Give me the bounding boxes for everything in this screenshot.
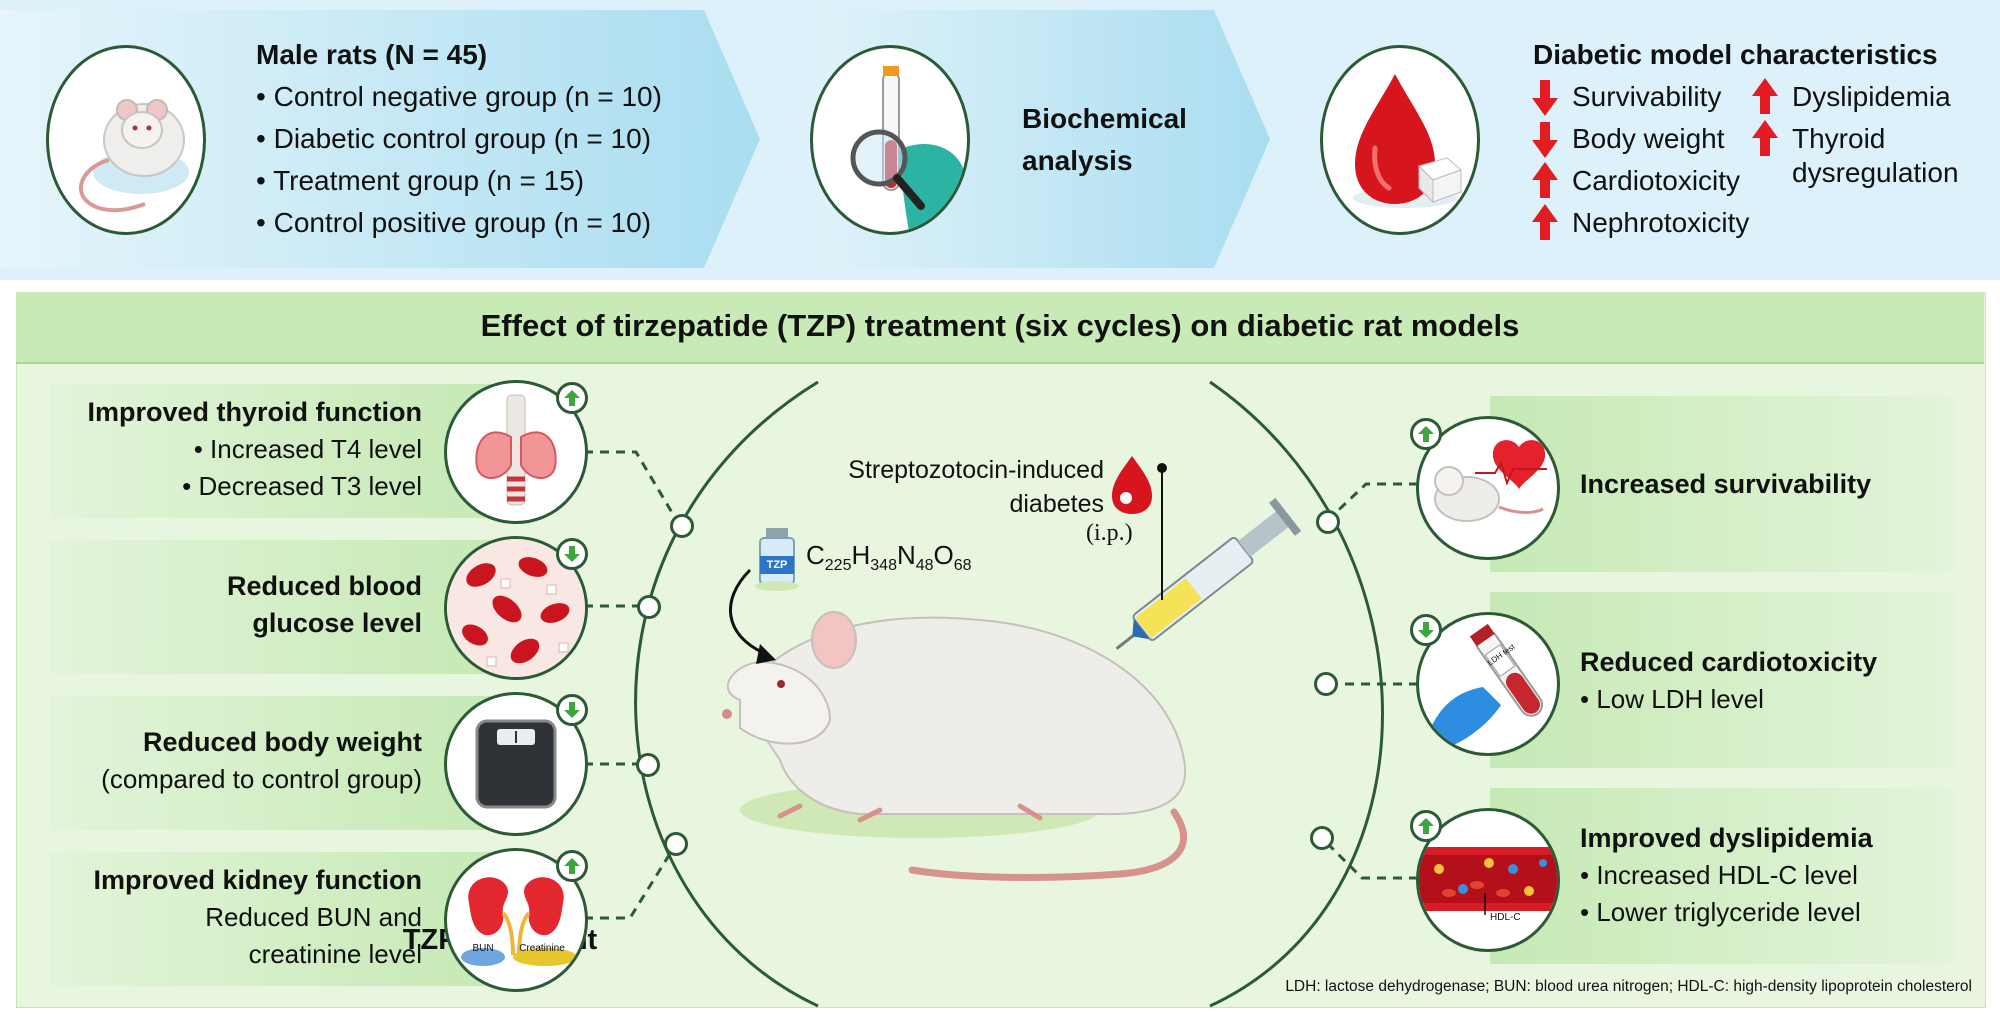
down-arrow-icon <box>1418 622 1434 638</box>
badge-lipid <box>1410 810 1442 842</box>
tzp-formula: C225H348N48O68 <box>806 540 972 575</box>
left-panel-glucose <box>50 540 490 674</box>
connector-node <box>636 753 660 777</box>
right-panel-survivability <box>1490 396 1956 572</box>
up-arrow-icon <box>1752 78 1778 114</box>
model-cardiotoxicity: Cardiotoxicity <box>1572 165 1741 196</box>
down-arrow-icon <box>564 702 580 718</box>
left-panel-weight <box>50 696 490 830</box>
connector-node <box>670 514 694 538</box>
glucose-text: Reduced blood glucose level <box>227 571 422 638</box>
group-diabetic-control: Diabetic control group (n = 10) <box>256 118 651 160</box>
creatinine-tag: Creatinine <box>519 943 565 954</box>
model-thyroid: Thyroid <box>1792 123 1886 154</box>
connector-node <box>1310 826 1334 850</box>
connector-node <box>637 595 661 619</box>
stz-label: Streptozotocin-induced diabetes <box>848 456 1104 518</box>
survivability-text: Increased survivability <box>1580 469 1872 499</box>
rat-icon <box>722 611 1188 881</box>
vial-icon <box>755 528 799 591</box>
model-nephrotoxicity: Nephrotoxicity <box>1572 207 1750 238</box>
badge-weight <box>556 694 588 726</box>
badge-kidney <box>556 850 588 882</box>
analysis-circle <box>810 45 970 235</box>
glucose-circle <box>444 536 588 680</box>
vial-label: TZP <box>766 559 788 571</box>
connector-node <box>1314 672 1338 696</box>
lipid-text: Improved dyslipidemia • Increased HDL-C … <box>1580 823 1873 927</box>
blood-drop-icon <box>1353 74 1462 208</box>
thyroid-icon <box>475 394 557 506</box>
up-arrow-icon <box>1418 426 1434 442</box>
hdl-vessel-label: HDL-C <box>1490 912 1521 923</box>
ldh-tube-icon <box>1429 623 1544 747</box>
results-title-bar: Effect of tirzepatide (TZP) treatment (s… <box>16 292 1984 364</box>
up-arrow-icon <box>564 858 580 874</box>
model-title: Diabetic model characteristics <box>1533 39 1938 70</box>
down-arrow-icon <box>564 546 580 562</box>
diabetes-circle <box>1320 45 1480 235</box>
blood-vessel-icon <box>1419 847 1557 915</box>
stz-route: (i.p.) <box>1086 520 1133 546</box>
badge-glucose <box>556 538 588 570</box>
group-control-positive: Control positive group (n = 10) <box>256 202 651 244</box>
model-survivability: Survivability <box>1572 81 1722 112</box>
right-panel-cardio <box>1490 592 1956 768</box>
rat-circle <box>46 45 206 235</box>
model-thyroid-line2: dysregulation <box>1792 157 1959 188</box>
rats-title: Male rats (N = 45) <box>256 39 488 70</box>
analysis-line2: analysis <box>1022 145 1133 176</box>
thyroid-text: Improved thyroid function • Increased T4… <box>87 397 423 501</box>
left-panel-kidney <box>50 852 490 986</box>
badge-cardio <box>1410 614 1442 646</box>
model-body-weight: Body weight <box>1572 123 1725 154</box>
kidney-icon <box>461 877 577 966</box>
syringe-icon <box>1115 497 1302 650</box>
group-treatment: Treatment group (n = 15) <box>256 160 584 202</box>
up-arrow-icon <box>1418 818 1434 834</box>
up-arrow-icon <box>1752 120 1778 156</box>
cardio-text: Reduced cardiotoxicity • Low LDH level <box>1580 647 1878 714</box>
up-arrow-icon <box>1532 162 1558 198</box>
right-panel-lipid <box>1490 788 1956 964</box>
down-arrow-icon <box>1532 80 1558 116</box>
left-panel-thyroid <box>50 384 490 518</box>
bun-tag: BUN <box>472 943 494 954</box>
model-dyslipidemia: Dyslipidemia <box>1792 81 1951 112</box>
kidney-text: Improved kidney function Reduced BUN and… <box>93 865 422 969</box>
up-arrow-icon <box>564 390 580 406</box>
footnote: LDH: lactose dehydrogenase; BUN: blood u… <box>1285 978 1972 995</box>
connector-node <box>1316 510 1340 534</box>
weight-text: Reduced body weight (compared to control… <box>101 727 422 794</box>
badge-thyroid <box>556 382 588 414</box>
rat-heart-icon <box>1434 440 1547 522</box>
rat-icon <box>78 99 189 213</box>
analysis-line1: Biochemical <box>1022 103 1187 134</box>
down-arrow-icon <box>1532 122 1558 158</box>
up-arrow-icon <box>1532 204 1558 240</box>
group-control-negative: Control negative group (n = 10) <box>256 76 662 118</box>
badge-survivability <box>1410 418 1442 450</box>
connector-node <box>664 832 688 856</box>
weight-circle <box>444 692 588 836</box>
results-title: Effect of tirzepatide (TZP) treatment (s… <box>480 308 1520 343</box>
scale-icon <box>475 719 557 809</box>
